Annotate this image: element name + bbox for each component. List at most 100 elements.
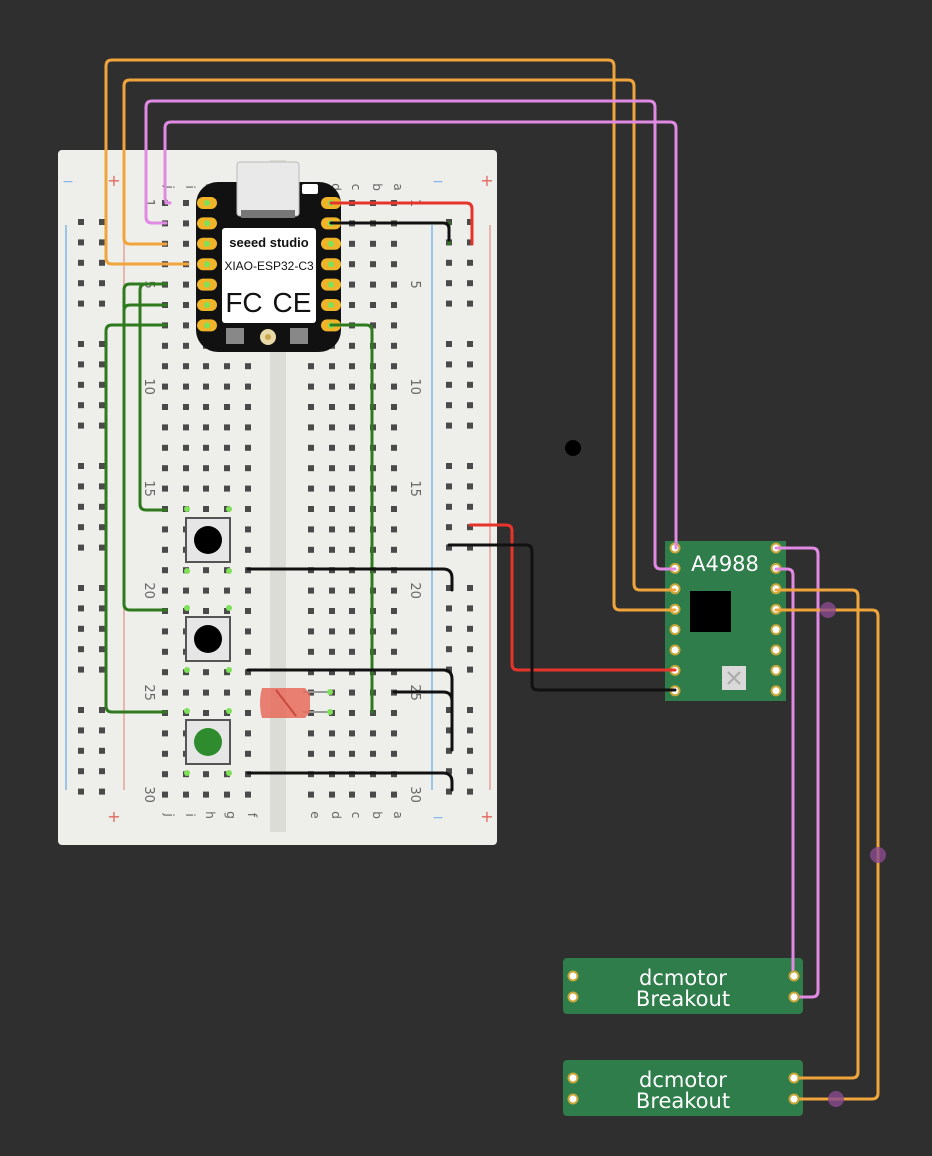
column-label: i — [183, 185, 197, 188]
motor1-line1: dcmotor — [639, 966, 727, 990]
hole — [329, 648, 335, 655]
hole — [245, 648, 251, 655]
pushbutton-3[interactable] — [184, 708, 232, 776]
wire[interactable] — [329, 323, 374, 714]
hole — [308, 363, 314, 370]
rail-hole — [467, 544, 473, 551]
rail-hole — [99, 544, 105, 551]
xiao-esp32c3-module[interactable]: seeed studio XIAO-ESP32-C3 FC CE — [196, 161, 341, 352]
hole — [224, 689, 230, 696]
rail-hole — [78, 422, 84, 429]
hole — [349, 730, 355, 737]
hole — [308, 404, 314, 410]
wire[interactable] — [104, 58, 677, 612]
wire[interactable] — [138, 282, 168, 512]
wire[interactable] — [774, 608, 880, 1101]
hole — [391, 710, 397, 716]
rail-hole — [446, 625, 452, 632]
hole — [308, 669, 314, 676]
wire[interactable] — [163, 120, 678, 550]
row-number: 10 — [407, 378, 422, 395]
hole — [349, 404, 355, 410]
rail-hole — [467, 503, 473, 510]
potentiometer-icon — [722, 666, 746, 690]
pushbutton-1[interactable] — [184, 506, 232, 574]
wire[interactable] — [246, 567, 454, 592]
hole — [349, 424, 355, 431]
hole — [329, 750, 335, 757]
rail-hole — [78, 605, 84, 612]
wire[interactable] — [468, 523, 677, 672]
rail-hole — [78, 280, 84, 287]
wire[interactable] — [774, 546, 820, 999]
wire[interactable] — [447, 543, 677, 692]
boot-button[interactable] — [226, 328, 244, 344]
a4988-driver[interactable]: A4988 — [665, 541, 786, 701]
hole — [162, 567, 168, 574]
column-label: c — [349, 184, 363, 191]
wire[interactable] — [122, 303, 168, 606]
hole — [329, 485, 335, 492]
wire[interactable] — [122, 78, 677, 592]
hole — [183, 322, 189, 329]
hole — [308, 383, 314, 390]
driver-label: A4988 — [691, 552, 759, 576]
hole — [224, 363, 230, 370]
rail-hole — [467, 422, 473, 429]
dcmotor-breakout-1[interactable]: dcmotor Breakout — [563, 958, 803, 1014]
wire[interactable] — [329, 221, 451, 242]
wire[interactable] — [329, 201, 474, 246]
wire[interactable] — [246, 668, 454, 752]
hole — [370, 302, 376, 308]
rail-hole — [446, 381, 452, 388]
hole — [391, 322, 397, 329]
rail-minus-bottom-right: − — [432, 810, 444, 826]
hole — [245, 383, 251, 390]
column-label: a — [391, 183, 405, 190]
wire[interactable] — [774, 567, 795, 978]
hole — [162, 791, 168, 798]
hole — [329, 587, 335, 594]
hole — [245, 506, 251, 512]
driver-pin — [770, 644, 782, 656]
hole — [349, 648, 355, 655]
wire[interactable] — [104, 323, 168, 714]
hole — [308, 648, 314, 655]
rail-hole — [467, 707, 473, 713]
rail-hole — [78, 727, 84, 734]
hole — [329, 424, 335, 431]
driver-pin — [669, 644, 681, 656]
wire[interactable] — [246, 771, 454, 792]
dcmotor-breakout-2[interactable]: dcmotor Breakout — [563, 1060, 803, 1116]
hole — [183, 485, 189, 492]
rail-hole — [467, 280, 473, 287]
breakout-pin — [567, 1072, 579, 1084]
hole — [391, 791, 397, 798]
red-led[interactable] — [260, 688, 333, 718]
rail-plus-top-right: + — [480, 171, 493, 190]
hole — [349, 383, 355, 390]
wire[interactable] — [392, 690, 454, 712]
pushbutton-2[interactable] — [184, 605, 232, 673]
rail-hole — [446, 402, 452, 409]
rail-hole — [99, 463, 105, 469]
hole — [245, 424, 251, 431]
hole — [370, 750, 376, 757]
rail-hole — [78, 219, 84, 225]
rail-hole — [78, 707, 84, 713]
fcc-mark: FC — [225, 287, 262, 318]
hole — [391, 404, 397, 410]
hole — [391, 587, 397, 594]
rail-hole — [78, 361, 84, 368]
hole — [162, 485, 168, 492]
column-label: g — [224, 811, 238, 819]
rail-plus-bottom-right: + — [480, 807, 493, 826]
wire[interactable] — [774, 588, 860, 1080]
row-number: 1 — [141, 199, 156, 207]
hole — [203, 506, 209, 512]
wire[interactable] — [144, 99, 677, 571]
hole — [183, 342, 189, 349]
hole — [391, 363, 397, 370]
reset-button[interactable] — [290, 328, 308, 344]
hole — [370, 281, 376, 288]
